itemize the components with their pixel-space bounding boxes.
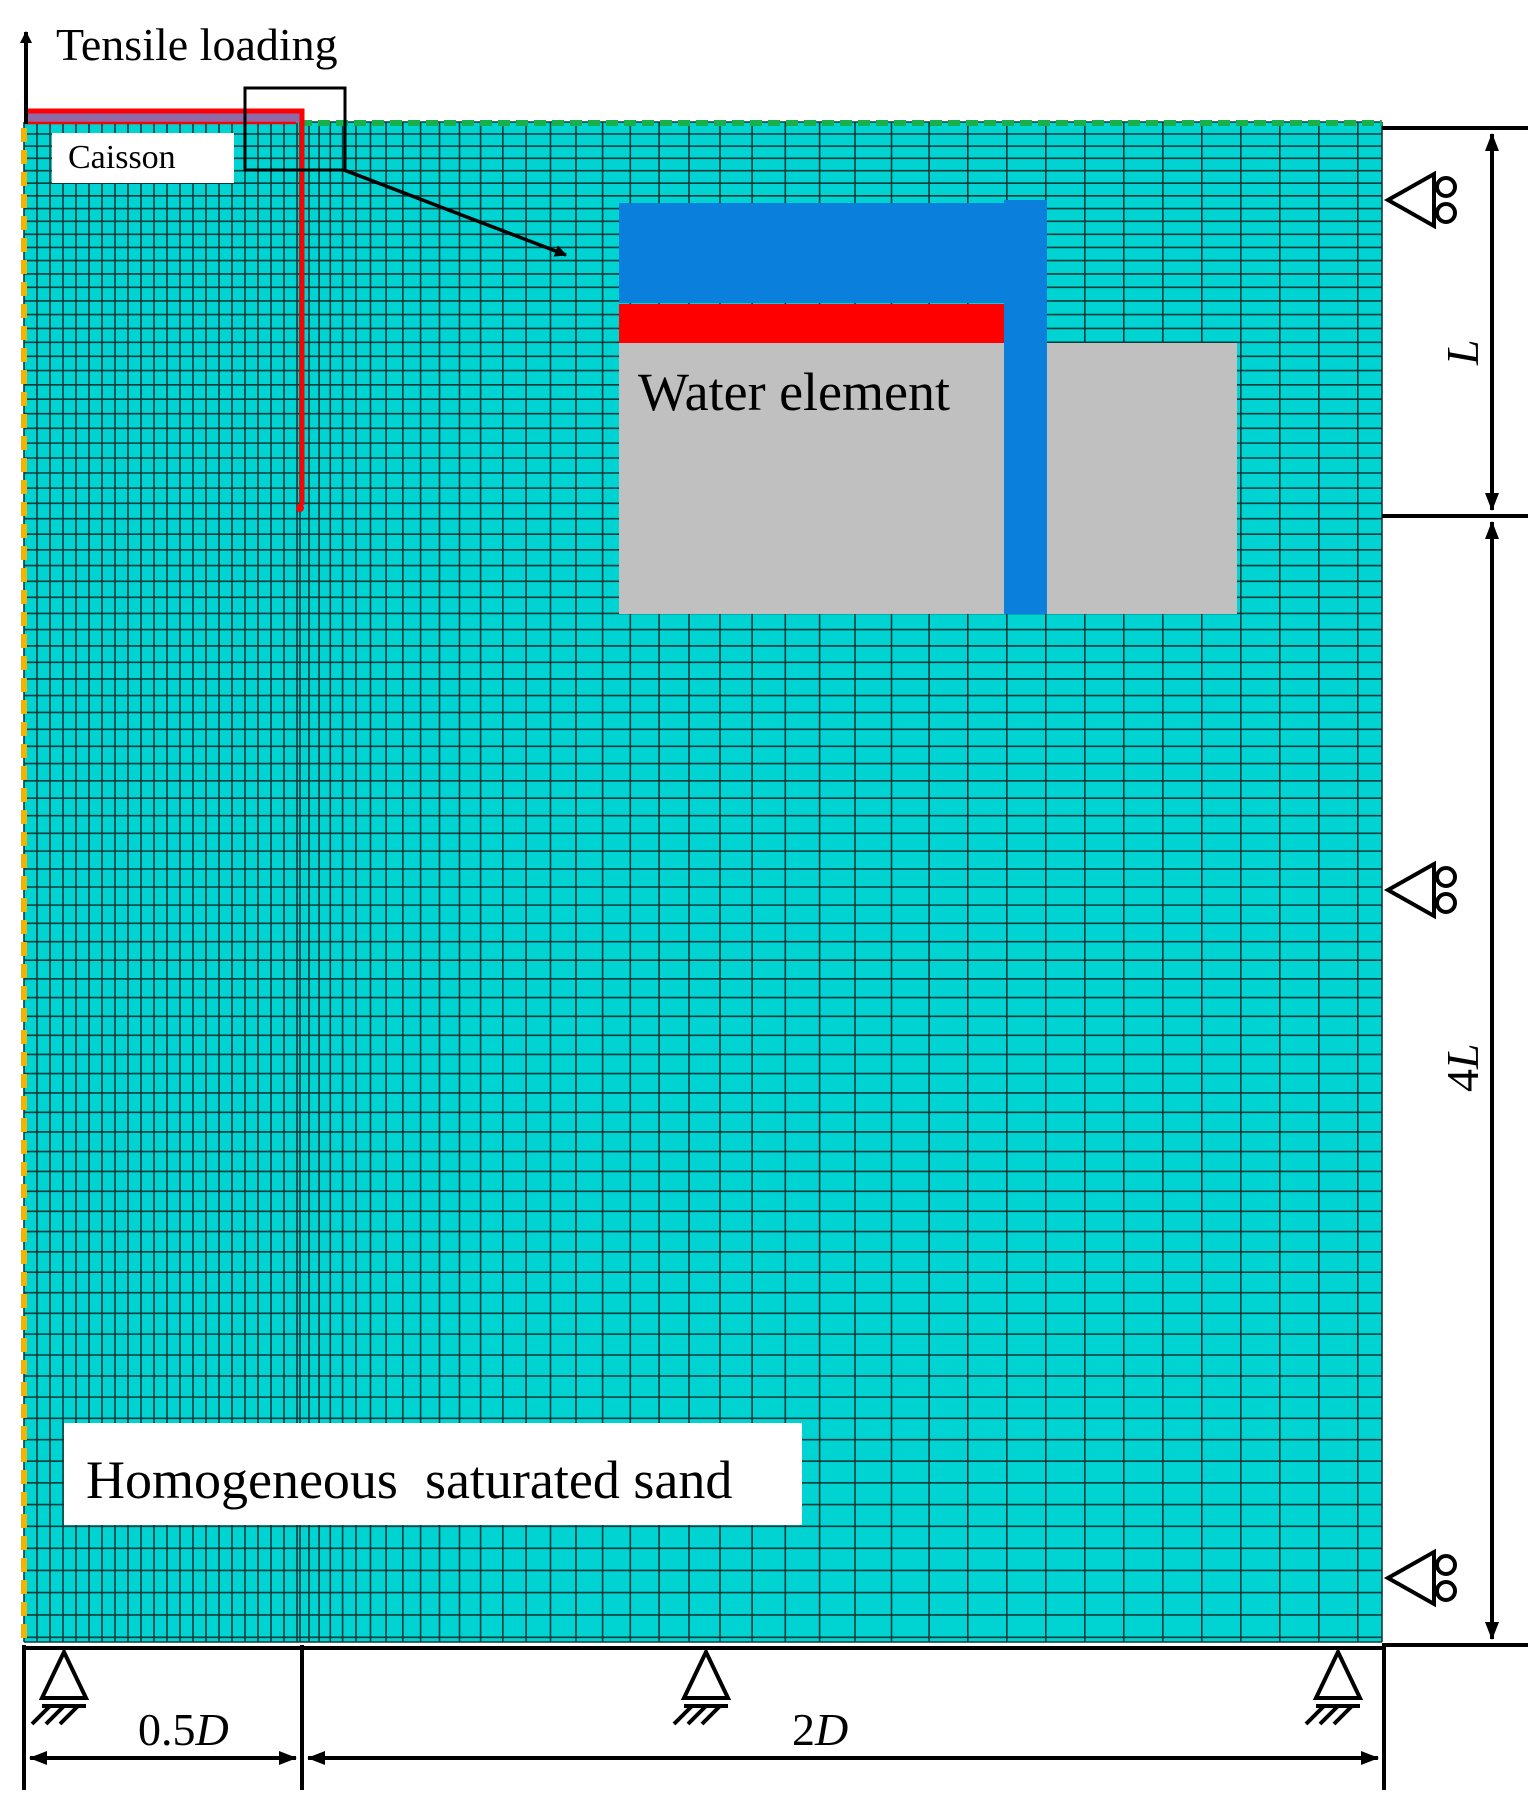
dim-label-2D: 2D <box>792 1704 848 1755</box>
inset-water-wall <box>1004 200 1047 614</box>
inset-soil-block <box>619 343 1237 614</box>
dim-label-05D: 0.5D <box>138 1704 229 1755</box>
dim-label-L: L <box>1437 339 1488 366</box>
inset-water-top <box>619 203 1047 303</box>
caisson-label: Caisson <box>68 139 176 176</box>
water-element-inset: Water element <box>619 200 1237 614</box>
pin-support-icon <box>30 1647 90 1726</box>
pin-support-icon <box>1304 1647 1364 1726</box>
dim-label-4L: 4L <box>1437 1043 1488 1092</box>
roller-support-icon <box>1383 860 1457 920</box>
water-element-label: Water element <box>638 362 950 422</box>
sand-label: Homogeneous saturated sand <box>86 1450 732 1510</box>
zoom-pointer-arrow <box>343 168 567 257</box>
pin-support-icon <box>672 1647 732 1726</box>
sand-label-box <box>64 1423 802 1525</box>
inset-caisson-lid <box>619 304 1004 343</box>
caisson-outline <box>26 108 305 505</box>
caisson-tip-node <box>296 504 304 512</box>
zoom-box <box>243 86 347 172</box>
roller-support-icon <box>1383 1548 1457 1608</box>
caisson-label-box <box>52 133 234 183</box>
roller-support-icon <box>1383 170 1457 230</box>
caisson-lid <box>26 111 302 123</box>
tensile-loading-label: Tensile loading <box>56 19 338 70</box>
